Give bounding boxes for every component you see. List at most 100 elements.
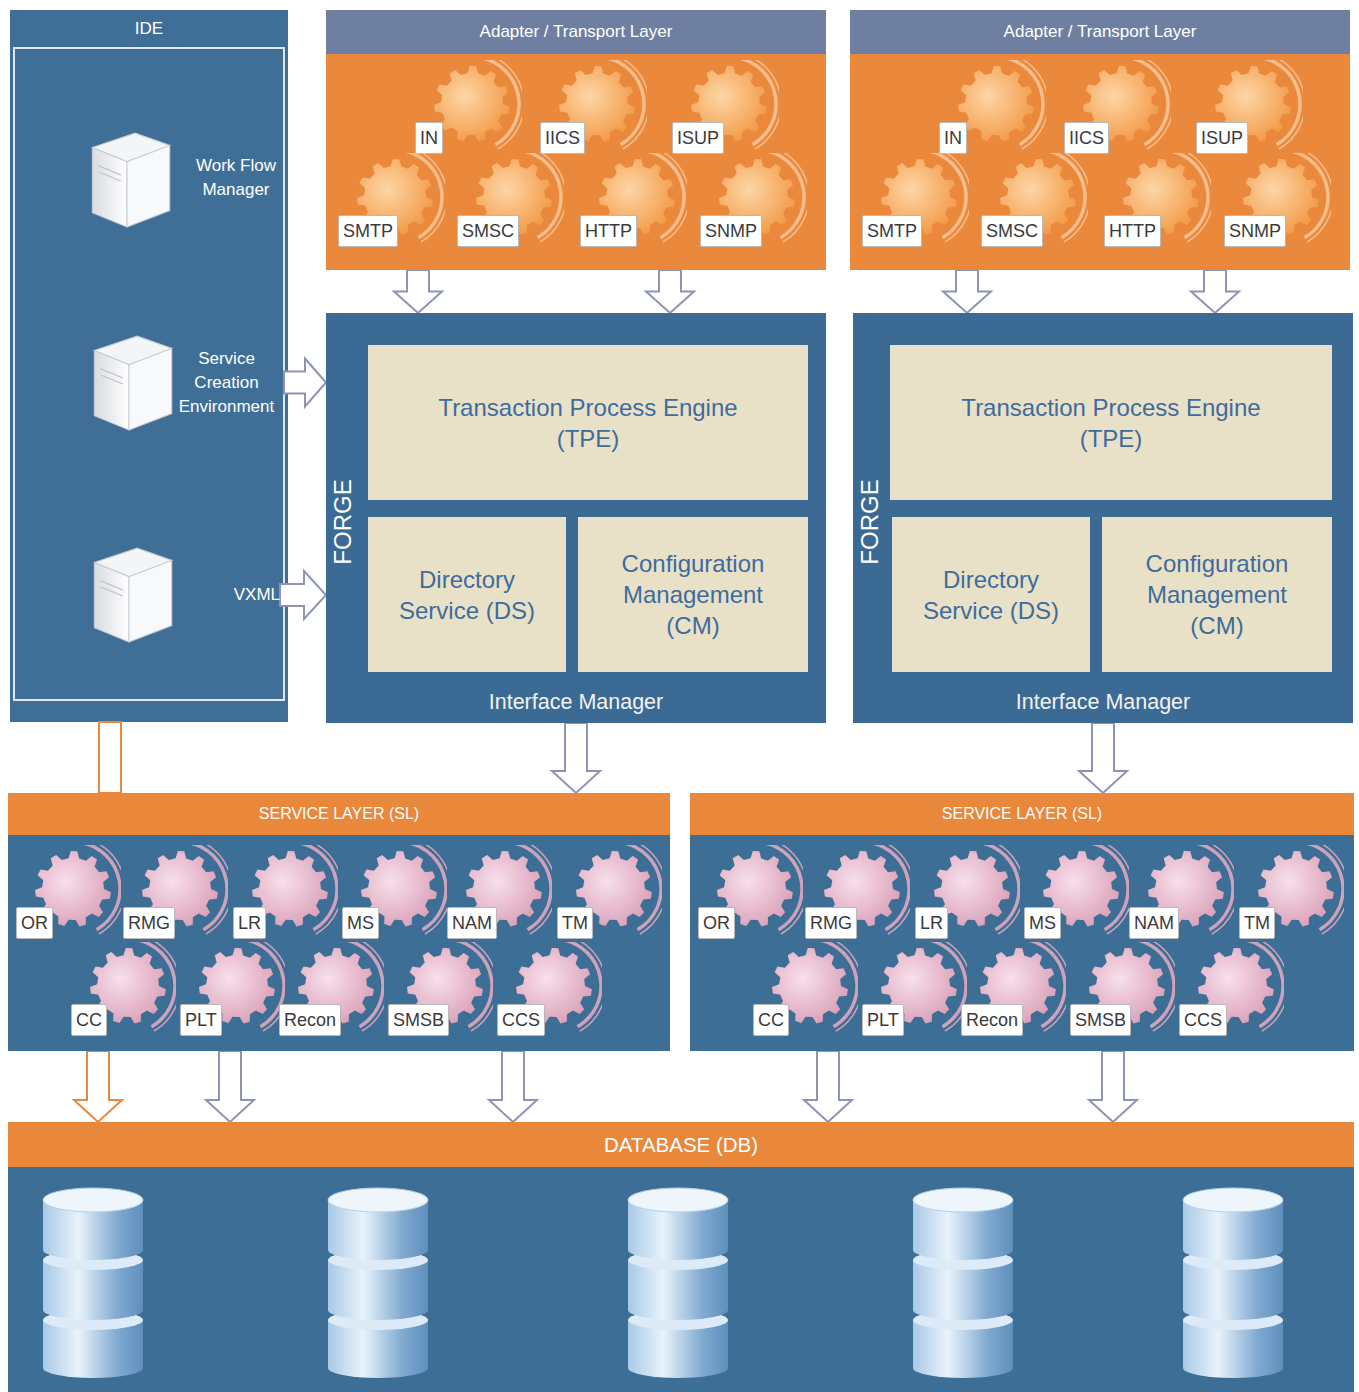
gear-arc bbox=[1305, 845, 1344, 934]
module-tag: IICS bbox=[540, 122, 585, 154]
block-arrow bbox=[1079, 723, 1127, 793]
tool-name: Service Creation Environment bbox=[169, 347, 284, 419]
gear-arc bbox=[345, 942, 384, 1031]
module-tag: NAM bbox=[447, 907, 497, 939]
module-tag: SNMP bbox=[700, 215, 762, 247]
component-box: Configuration Management (CM) bbox=[578, 517, 808, 672]
gear-arc bbox=[871, 845, 910, 934]
component-name: Transaction Process Engine (TPE) bbox=[941, 392, 1281, 454]
gear-arc bbox=[646, 153, 687, 242]
gear-node: HTTP bbox=[577, 153, 687, 251]
band-header: SERVICE LAYER (SL) bbox=[690, 793, 1354, 835]
component-name: Configuration Management (CM) bbox=[1117, 548, 1317, 641]
gear-body bbox=[434, 66, 510, 141]
gear-arc bbox=[1047, 153, 1088, 242]
gear-arc bbox=[1090, 845, 1129, 934]
gear-node: SMSC bbox=[978, 153, 1088, 251]
layer-band: Adapter / Transport LayerINIICSISUPSMTPS… bbox=[326, 10, 826, 270]
gear-arc bbox=[1195, 845, 1234, 934]
gear-node: ISUP bbox=[1193, 60, 1303, 158]
ide-ground bbox=[10, 10, 288, 722]
module-tag: SMSB bbox=[1070, 1004, 1131, 1036]
module-tag: IICS bbox=[1064, 122, 1109, 154]
tool-item: Work Flow Manager bbox=[80, 120, 280, 235]
gear-arc bbox=[481, 60, 522, 149]
module-tag: SMTP bbox=[862, 215, 922, 247]
band-header: Adapter / Transport Layer bbox=[326, 10, 826, 54]
tool-item: Service Creation Environment bbox=[80, 325, 284, 440]
server-icon bbox=[94, 336, 171, 430]
block-arrow bbox=[394, 270, 442, 313]
module-tag: CC bbox=[71, 1004, 107, 1036]
vertical-title: FORGE bbox=[856, 479, 884, 564]
block-arrow bbox=[74, 1051, 122, 1122]
block-arrow bbox=[804, 1051, 852, 1122]
gear-node: OR bbox=[695, 845, 803, 941]
gear-node: IN bbox=[412, 60, 522, 158]
module-tag: TM bbox=[557, 907, 593, 939]
gear-arc bbox=[299, 845, 338, 934]
component-box: Configuration Management (CM) bbox=[1102, 517, 1332, 672]
component-name: Directory Service (DS) bbox=[916, 564, 1066, 626]
layer-band: SERVICE LAYER (SL)ORRMGLRMSNAMTMCCPLTRec… bbox=[8, 793, 670, 1051]
module-tag: RMG bbox=[805, 907, 857, 939]
component-name: Configuration Management (CM) bbox=[593, 548, 793, 641]
block-arrow bbox=[280, 571, 326, 619]
gear-arc bbox=[606, 60, 647, 149]
gear-arc bbox=[82, 845, 121, 934]
gear-node: MS bbox=[339, 845, 447, 941]
block-arrow bbox=[206, 1051, 254, 1122]
block-arrow bbox=[1089, 1051, 1137, 1122]
panel-box: FORGEInterface ManagerTransaction Proces… bbox=[853, 313, 1353, 723]
gear-node: NAM bbox=[444, 845, 552, 941]
module-tag: PLT bbox=[862, 1004, 904, 1036]
module-tag: PLT bbox=[180, 1004, 222, 1036]
gear-arc bbox=[1262, 60, 1303, 149]
module-tag: OR bbox=[16, 907, 53, 939]
gear-body bbox=[958, 66, 1034, 141]
module-tag: MS bbox=[342, 907, 379, 939]
gear-arc bbox=[189, 845, 228, 934]
module-tag: TM bbox=[1239, 907, 1275, 939]
database-cylinder bbox=[328, 1188, 428, 1378]
gear-arc bbox=[1005, 60, 1046, 149]
gear-node: Recon bbox=[958, 942, 1066, 1038]
layer-band: Adapter / Transport LayerIN IICS ISUP SMTP S… bbox=[850, 10, 1350, 270]
gear-arc bbox=[1130, 60, 1171, 149]
gear-node: SNMP bbox=[1221, 153, 1331, 251]
gear-arc bbox=[819, 942, 858, 1031]
gear-node: NAM bbox=[1126, 845, 1234, 941]
gear-arc bbox=[404, 153, 445, 242]
gear-node: OR bbox=[13, 845, 121, 941]
tool-item: VXML bbox=[80, 540, 280, 650]
gear-node: CCS bbox=[1176, 942, 1284, 1038]
module-tag: Recon bbox=[279, 1004, 341, 1036]
footer-title: Interface Manager bbox=[326, 690, 826, 715]
database-cylinder bbox=[628, 1188, 728, 1378]
gear-arc bbox=[1170, 153, 1211, 242]
gear-node: CC bbox=[750, 942, 858, 1038]
band-header: SERVICE LAYER (SL) bbox=[8, 793, 670, 835]
gear-node: SMTP bbox=[335, 153, 445, 251]
band-header: Adapter / Transport Layer bbox=[850, 10, 1350, 54]
gear-node: IN bbox=[936, 60, 1046, 158]
gear-node: SNMP bbox=[697, 153, 807, 251]
module-tag: HTTP bbox=[1104, 215, 1161, 247]
database-cylinder bbox=[43, 1188, 143, 1378]
gear-node: CC bbox=[68, 942, 176, 1038]
layer-band: SERVICE LAYER (SL)ORRMGLRMSNAMTMCCPLTRec… bbox=[690, 793, 1354, 1051]
block-arrow bbox=[489, 1051, 537, 1122]
block-arrow bbox=[552, 723, 600, 793]
gear-arc bbox=[1290, 153, 1331, 242]
database-cylinder bbox=[1183, 1188, 1283, 1378]
gear-arc bbox=[1245, 942, 1284, 1031]
gear-node: LR bbox=[230, 845, 338, 941]
panel-title: IDE bbox=[10, 10, 288, 48]
gear-node: PLT bbox=[859, 942, 967, 1038]
gear-node: SMSB bbox=[1067, 942, 1175, 1038]
gear-arc bbox=[523, 153, 564, 242]
gear-node: SMSB bbox=[385, 942, 493, 1038]
block-arrow bbox=[1191, 270, 1239, 313]
gear-arc bbox=[1136, 942, 1175, 1031]
